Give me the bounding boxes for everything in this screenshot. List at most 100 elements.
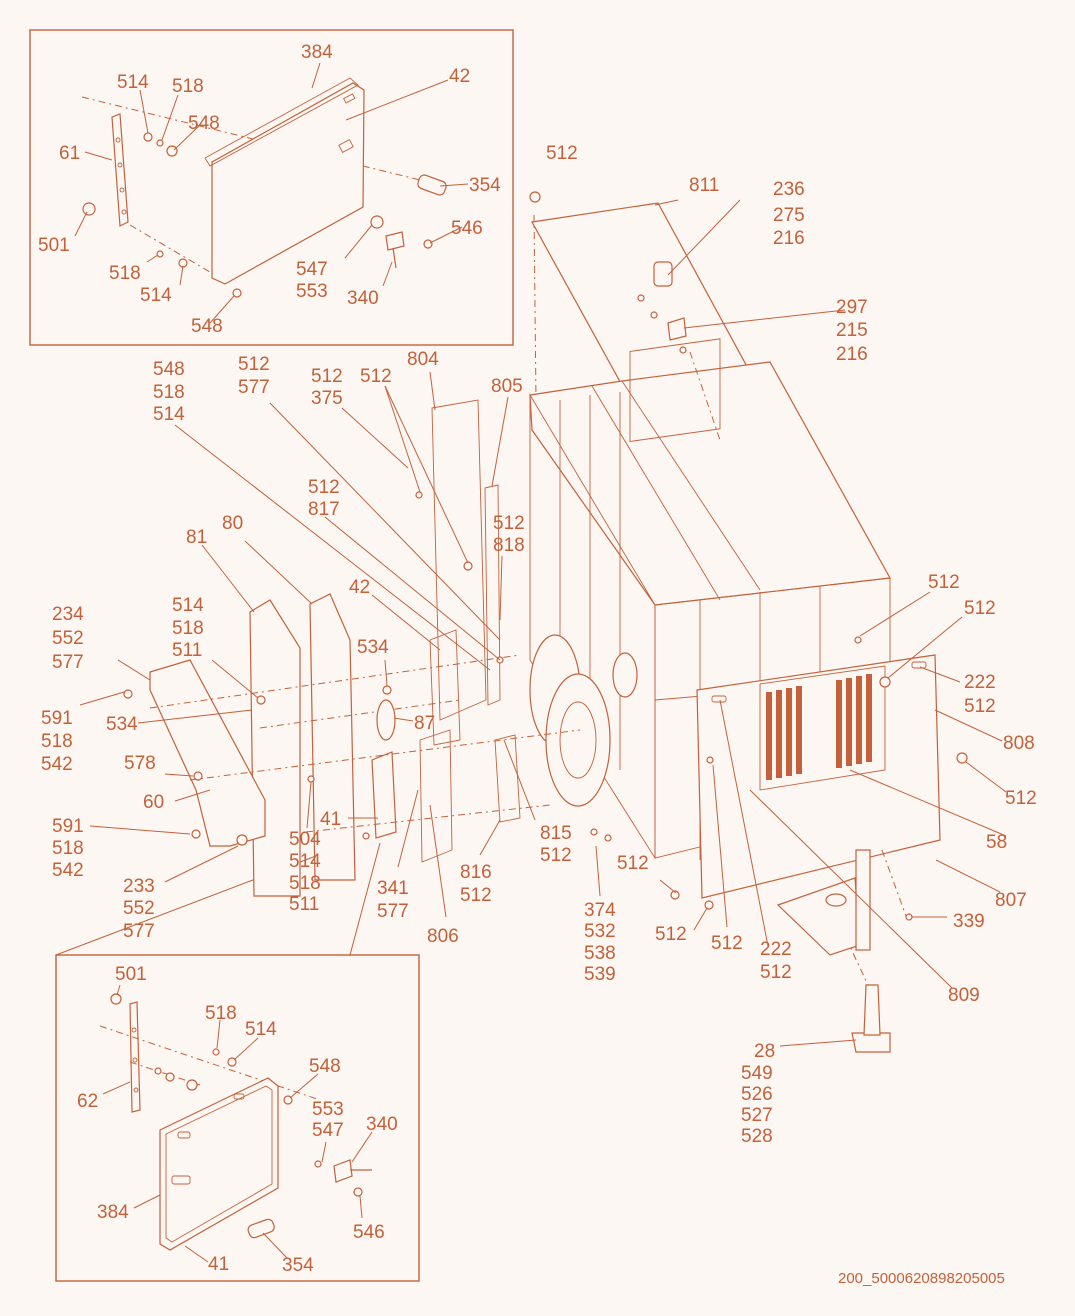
callout: 815 [540,823,572,844]
callout: 340 [347,288,379,309]
inset-top-fasteners [82,132,242,298]
callout: 548 [188,113,220,134]
callout: 512 [760,962,792,983]
callout: 553 [296,281,328,302]
callout: 552 [123,898,155,919]
inset-bottom-fasteners [110,993,322,1168]
callout: 577 [123,921,155,942]
callout: 354 [469,175,501,196]
callout: 514 [117,72,149,93]
callout: 514 [289,851,321,872]
callout: 42 [449,66,470,87]
callout: 42 [349,577,370,598]
main-fasteners [123,191,968,921]
callout: 41 [320,809,341,830]
callout: 577 [377,901,409,922]
panel-806 [419,729,453,863]
callout: 512 [493,513,525,534]
wheel-assembly [529,634,638,807]
main-enclosure-assembly [123,191,968,1053]
callout: 542 [41,754,73,775]
panel-42-main [429,629,461,746]
callout: 591 [52,816,84,837]
handle-354-bottom [247,1218,275,1239]
vent-grille-58 [766,674,872,780]
callout: 512 [1005,788,1037,809]
callout: 518 [172,76,204,97]
inset-top-frame [29,29,514,346]
leader-lines [74,62,1007,1263]
callout: 532 [584,921,616,942]
callout: 527 [741,1105,773,1126]
callout: 518 [41,731,73,752]
drawing-number: 200_5000620898205005 [838,1270,1005,1287]
callout: 222 [760,939,792,960]
callout: 374 [584,900,616,921]
mount-297 [667,317,687,354]
callout: 60 [143,792,164,813]
callout: 512 [308,477,340,498]
callout: 518 [153,382,185,403]
callout: 41 [208,1254,229,1275]
callout: 546 [451,218,483,239]
callout: 236 [773,179,805,200]
panel-816 [494,734,521,823]
callout-labels: 384 42 514 518 548 61 354 546 501 518 51… [38,42,1037,1276]
callout: 340 [366,1114,398,1135]
callout: 87 [414,713,435,734]
callout: 215 [836,320,868,341]
inset-bottom-frame [55,954,420,1282]
callout: 511 [172,640,202,661]
callout: 384 [301,42,333,63]
cylinder-87 [376,699,396,741]
callout: 548 [191,316,223,337]
callout: 816 [460,862,492,883]
panel-341 [371,751,397,839]
callout: 512 [655,924,687,945]
callout: 534 [106,714,138,735]
callout: 80 [222,513,243,534]
callout: 518 [109,263,141,284]
side-panel-804 [431,399,487,721]
callout: 297 [836,297,868,318]
callout: 501 [115,964,147,985]
callout: 518 [205,1003,237,1024]
callout: 577 [52,652,84,673]
callout: 518 [289,873,321,894]
callout: 339 [953,911,985,932]
callout: 539 [584,964,616,985]
callout: 553 [312,1099,344,1120]
callout: 518 [52,838,84,859]
rear-door-807 [696,654,941,899]
callout: 538 [584,943,616,964]
jack-809 [776,849,871,956]
callout: 512 [964,598,996,619]
callout: 514 [153,404,185,425]
callout: 341 [377,878,409,899]
callout: 512 [928,572,960,593]
callout: 548 [153,359,185,380]
callout: 233 [123,876,155,897]
side-panel-805 [484,484,501,706]
callout: 375 [311,388,343,409]
callout: 514 [245,1019,277,1040]
callout: 528 [741,1126,773,1147]
callout: 28 [754,1041,775,1062]
callout: 542 [52,860,84,881]
callout: 216 [836,344,868,365]
callout: 806 [427,926,459,947]
callout: 58 [986,832,1007,853]
latch-340 [370,215,433,269]
door-panel-42 [204,77,365,285]
door-panel-41 [159,1077,279,1251]
callout: 81 [186,527,207,548]
callout: 808 [1003,733,1035,754]
jack-stand-28 [845,937,891,1053]
hinge-strip-62 [129,1001,141,1113]
callout: 591 [41,708,73,729]
callout: 817 [308,499,340,520]
callout: 234 [52,604,84,625]
callout: 518 [172,618,204,639]
callout: 512 [964,696,996,717]
callout: 512 [311,366,343,387]
